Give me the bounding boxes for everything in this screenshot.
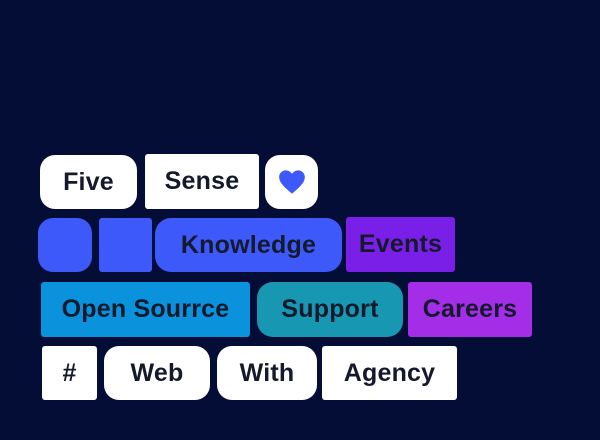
tag-events-label: Events	[358, 230, 443, 258]
tag-sense[interactable]: Sense	[145, 154, 259, 209]
tag-five[interactable]: Five	[40, 155, 137, 209]
tag-hash-label: #	[62, 358, 77, 387]
tag-open-source-label: Open Sourrce	[61, 295, 230, 323]
tag-web[interactable]: Web	[104, 346, 210, 400]
tag-blank-rounded[interactable]	[38, 218, 92, 272]
tag-with[interactable]: With	[217, 346, 317, 400]
heart-button[interactable]	[265, 155, 318, 209]
tag-knowledge[interactable]: Knowledge	[155, 218, 342, 272]
tag-web-label: Web	[130, 358, 184, 387]
heart-icon	[278, 170, 305, 194]
tag-knowledge-label: Knowledge	[180, 230, 317, 259]
tag-agency[interactable]: Agency	[322, 346, 457, 400]
tag-support[interactable]: Support	[257, 282, 403, 337]
tag-careers[interactable]: Careers	[408, 282, 532, 337]
tag-hash[interactable]: #	[42, 346, 97, 400]
tag-sense-label: Sense	[164, 167, 240, 195]
tag-events[interactable]: Events	[346, 217, 455, 272]
tag-blank-square[interactable]	[99, 218, 152, 272]
tag-open-source[interactable]: Open Sourrce	[41, 282, 250, 337]
tag-with-label: With	[239, 358, 295, 387]
tag-five-label: Five	[63, 167, 114, 196]
tag-agency-label: Agency	[343, 358, 436, 387]
tag-careers-label: Careers	[422, 295, 518, 323]
tag-support-label: Support	[281, 295, 379, 323]
